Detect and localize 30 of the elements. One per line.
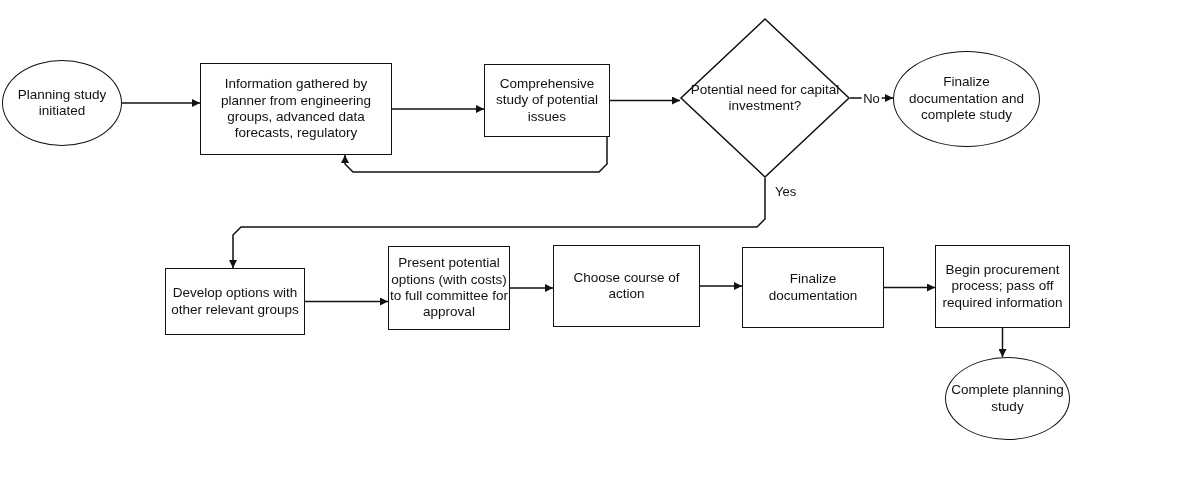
node-text: Potential need for capital investment? (689, 81, 841, 115)
process-box (484, 64, 610, 137)
arrow (509, 284, 554, 292)
arrow (391, 105, 485, 113)
node-text: Complete planning study (950, 382, 1065, 415)
process-box (553, 245, 700, 327)
process-box (200, 63, 392, 155)
edge-label: Yes (773, 184, 799, 199)
node-text: Planning study initiated (16, 86, 108, 120)
node-text: Present potential options (with costs) to full committee for approval (389, 255, 509, 321)
arrow (883, 283, 936, 292)
arrow (121, 99, 201, 107)
node-text: Finalize documentation (767, 271, 859, 304)
node-text: Develop options with other relevant groups (170, 285, 300, 318)
arrow (341, 136, 608, 173)
process-box (935, 245, 1070, 328)
node-text: Comprehensive study of potential issues (494, 75, 600, 126)
process-box (388, 246, 510, 330)
decision-diamond (680, 18, 850, 178)
node-text: Information gathered by planner from engineering groups, advanced data forecasts, regulatory (219, 76, 373, 142)
arrow (229, 177, 766, 269)
arrow (699, 282, 743, 290)
process-box (165, 268, 305, 335)
process-box (742, 247, 884, 328)
node-text: Choose course of action (572, 269, 681, 303)
arrow (304, 297, 389, 306)
node-text: Finalize documentation and complete study (908, 74, 1025, 124)
arrow (609, 96, 681, 105)
node-text: Begin procurement process; pass off required information (941, 261, 1064, 312)
arrow (998, 327, 1007, 358)
